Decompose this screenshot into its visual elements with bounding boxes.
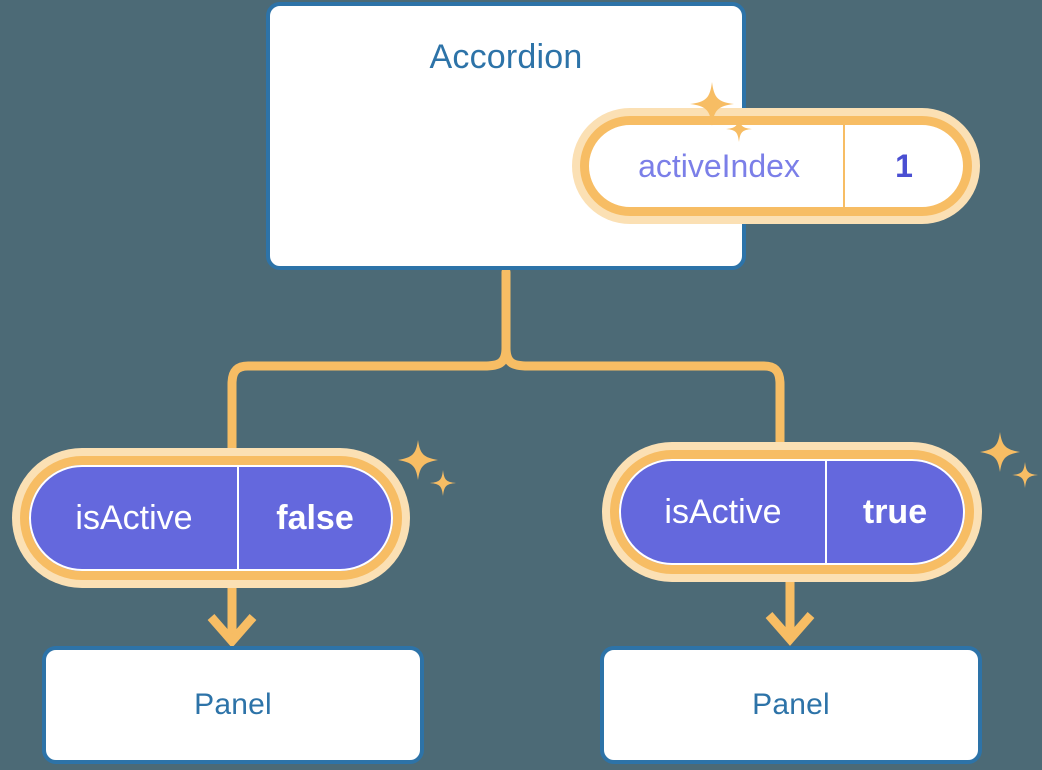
sparkle-cluster-right: [980, 432, 1038, 488]
four-point-star-small-icon: [1012, 462, 1038, 488]
state-badge-inner: isActive true: [619, 459, 965, 565]
state-value-label: false: [237, 467, 391, 569]
four-point-star-icon: [398, 440, 438, 480]
connector-branch-right: [501, 343, 785, 457]
arrow-down-icon-left: [207, 614, 257, 648]
sparkle-cluster-left: [398, 440, 456, 496]
four-point-star-icon: [980, 432, 1020, 472]
arrow-down-icon-right: [765, 612, 815, 646]
panel-right[interactable]: Panel: [600, 646, 982, 764]
state-badge-is-active-true[interactable]: isActive true: [610, 450, 974, 574]
state-value-label: true: [825, 461, 963, 563]
state-badge-is-active-false[interactable]: isActive false: [20, 456, 402, 580]
panel-left[interactable]: Panel: [42, 646, 424, 764]
state-key-label: isActive: [664, 492, 782, 531]
state-key-label: isActive: [75, 498, 193, 537]
panel-left-title: Panel: [194, 688, 272, 721]
accordion-card-title: Accordion: [429, 38, 583, 76]
panel-right-title: Panel: [752, 688, 830, 721]
state-badge-active-index[interactable]: activeIndex 1: [580, 116, 972, 216]
accordion-card[interactable]: Accordion activeIndex 1: [266, 2, 972, 270]
state-value-label: 1: [843, 125, 963, 207]
connector-branch-left: [227, 343, 511, 457]
state-key-label: activeIndex: [638, 147, 800, 184]
four-point-star-small-icon: [430, 470, 456, 496]
state-badge-inner: isActive false: [29, 465, 393, 571]
